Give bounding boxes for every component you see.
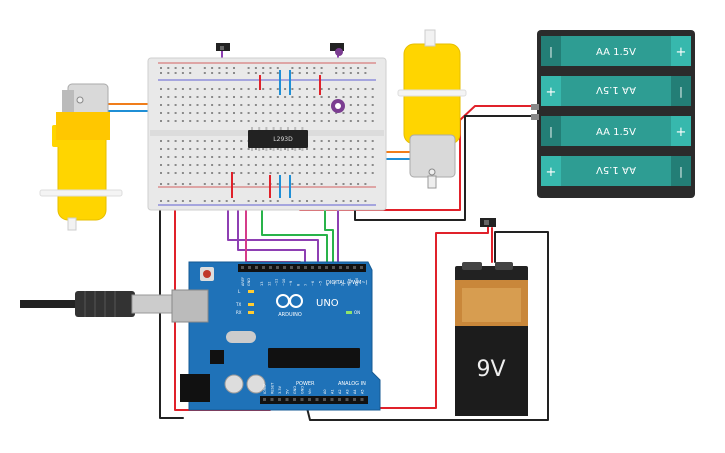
analog-pin-label: A4 [353, 389, 357, 394]
analog-pin-label: A1 [331, 389, 335, 394]
crystal [226, 331, 256, 343]
arduino-brand-label: ARDUINO [278, 312, 302, 318]
aa-cell-3: | + AA 1.5V [541, 116, 691, 146]
digital-pin-label: ~10 [282, 279, 286, 286]
digital-header-label: DIGITAL (PWM~) [326, 280, 368, 286]
battery-9v[interactable]: 9V [455, 262, 528, 416]
aa-cell-1-minus: | [549, 45, 553, 58]
arduino-board [188, 261, 381, 411]
digital-pin-label: 13 [260, 282, 264, 286]
digital-pin-label: ~11 [275, 279, 279, 286]
digital-pin-label: ~9 [289, 281, 293, 286]
digital-pin-label: ~5 [318, 281, 322, 286]
led-rx [248, 311, 254, 314]
switch-top-right[interactable] [330, 43, 344, 56]
aa-cell-3-plus: + [676, 125, 687, 140]
power-pin-label: IOREF [263, 384, 267, 394]
dc-motor-right[interactable] [397, 29, 467, 189]
usb-cable[interactable] [20, 291, 178, 317]
power-pin-label: 3.3V [278, 385, 282, 394]
power-pin-label: RESET [271, 382, 275, 394]
dc-motor-left[interactable] [39, 83, 123, 231]
capacitor-2 [246, 374, 266, 394]
wire-black-9v[interactable] [299, 231, 549, 421]
aa-cell-2-minus: | [679, 85, 683, 98]
digital-pin-label: ~6 [311, 281, 315, 286]
digital-pin-label: RX 0 [355, 278, 359, 286]
power-pin-label: 5V [286, 389, 290, 394]
aa-cell-1-plus: + [676, 45, 687, 60]
power-pin-label: GND [301, 386, 305, 394]
power-pin-label: Vin [308, 388, 312, 394]
l293d-chip[interactable]: L293D [248, 127, 308, 151]
analog-pin-label: A5 [361, 389, 365, 394]
usb-b-jack [171, 289, 209, 323]
chip-label: L293D [273, 136, 293, 143]
aa-cell-4-minus: | [679, 165, 683, 178]
digital-pin-label: TX 1 [348, 278, 352, 287]
gnd-label: GND [247, 278, 251, 286]
digital-pin-label: ~3 [333, 281, 337, 286]
digital-pin-label: 4 [326, 283, 330, 286]
led-l [248, 290, 254, 293]
digital-pin-label: 8 [297, 284, 301, 286]
aa-terminal-positive [531, 104, 539, 110]
analog-header-label: ANALOG IN [338, 381, 366, 387]
arduino-model-label: UNO [316, 298, 339, 309]
led-l-label: L [238, 289, 241, 294]
aa-cell-4-label: AA 1.5V [596, 164, 636, 175]
digital-pin-label: 2 [340, 284, 344, 286]
usb-chip [210, 350, 224, 364]
atmega-chip [268, 348, 360, 368]
power-pin-label: GND [293, 386, 297, 394]
breadboard-holes [160, 67, 374, 202]
aref-label: AREF [241, 277, 245, 286]
aa-terminal-negative [531, 114, 539, 120]
aa-cell-1-label: AA 1.5V [596, 47, 636, 58]
battery-9v-label: 9V [476, 357, 505, 382]
arduino-uno[interactable]: UNO ARDUINO DIGITAL (PWM~) POWER ANALOG … [171, 261, 381, 411]
potentiometer[interactable] [331, 99, 345, 113]
aa-cell-3-label: AA 1.5V [596, 127, 636, 138]
led-on-label: ON [354, 310, 360, 315]
digital-header [238, 264, 366, 272]
wire-black-aa[interactable] [354, 115, 541, 221]
aa-cell-3-minus: | [549, 125, 553, 138]
aa-cell-1: | + AA 1.5V [541, 36, 691, 66]
breadboard[interactable]: L293D [147, 43, 387, 211]
power-analog-header [260, 396, 368, 404]
analog-pin-label: A2 [338, 389, 342, 394]
aa-battery-pack[interactable]: | + AA 1.5V + | AA 1.5V | + AA 1.5V + | … [531, 30, 695, 198]
power-slide-switch[interactable] [480, 218, 496, 227]
dc-jack [180, 374, 210, 402]
digital-pin-label: 12 [267, 282, 271, 286]
led-on [346, 311, 352, 314]
analog-pin-label: A3 [346, 389, 350, 394]
capacitor-1 [224, 374, 244, 394]
aa-cell-2: + | AA 1.5V [541, 76, 691, 106]
breadboard-jumpers [231, 70, 321, 198]
led-rx-label: RX [236, 310, 242, 315]
led-tx-label: TX [235, 302, 241, 307]
arduino-infinity-logo [276, 294, 303, 308]
analog-pin-label: A0 [323, 389, 327, 394]
digital-pin-label: 7 [304, 284, 308, 286]
aa-cell-4: + | AA 1.5V [541, 156, 691, 186]
aa-cell-4-plus: + [546, 165, 557, 180]
aa-cell-2-plus: + [546, 85, 557, 100]
switch-top-left[interactable] [216, 43, 230, 51]
aa-cell-2-label: AA 1.5V [596, 84, 636, 95]
power-header-label: POWER [296, 381, 315, 387]
led-tx [248, 303, 254, 306]
